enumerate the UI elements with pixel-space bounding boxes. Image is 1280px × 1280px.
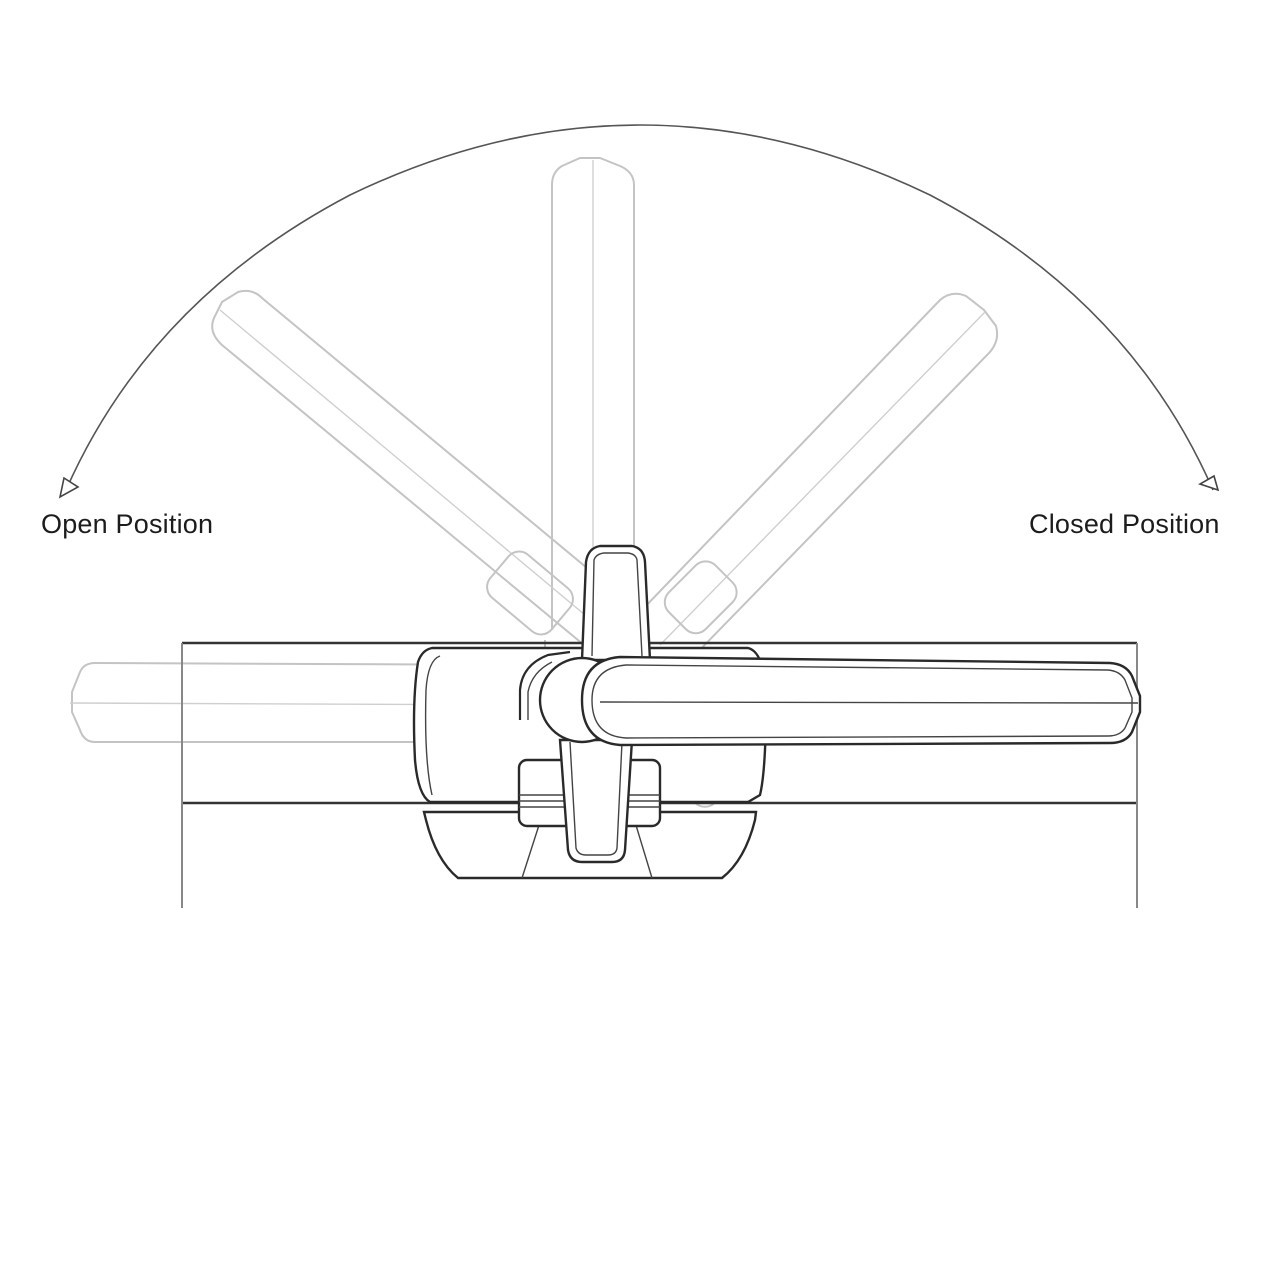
closed-arrowhead-icon bbox=[1198, 474, 1220, 492]
ghost-handle-45deg bbox=[639, 292, 999, 661]
upper-tongue bbox=[580, 544, 652, 662]
ghost-handle-135deg bbox=[211, 289, 641, 651]
rotation-arc-line bbox=[65, 124, 1214, 491]
open-arrowhead-icon bbox=[58, 476, 80, 499]
closed-position-label: Closed Position bbox=[1029, 509, 1220, 539]
rotation-arc bbox=[58, 124, 1220, 499]
lower-tongue bbox=[558, 738, 634, 864]
open-position-label: Open Position bbox=[41, 509, 214, 539]
handle-closed-position[interactable] bbox=[580, 655, 1142, 747]
